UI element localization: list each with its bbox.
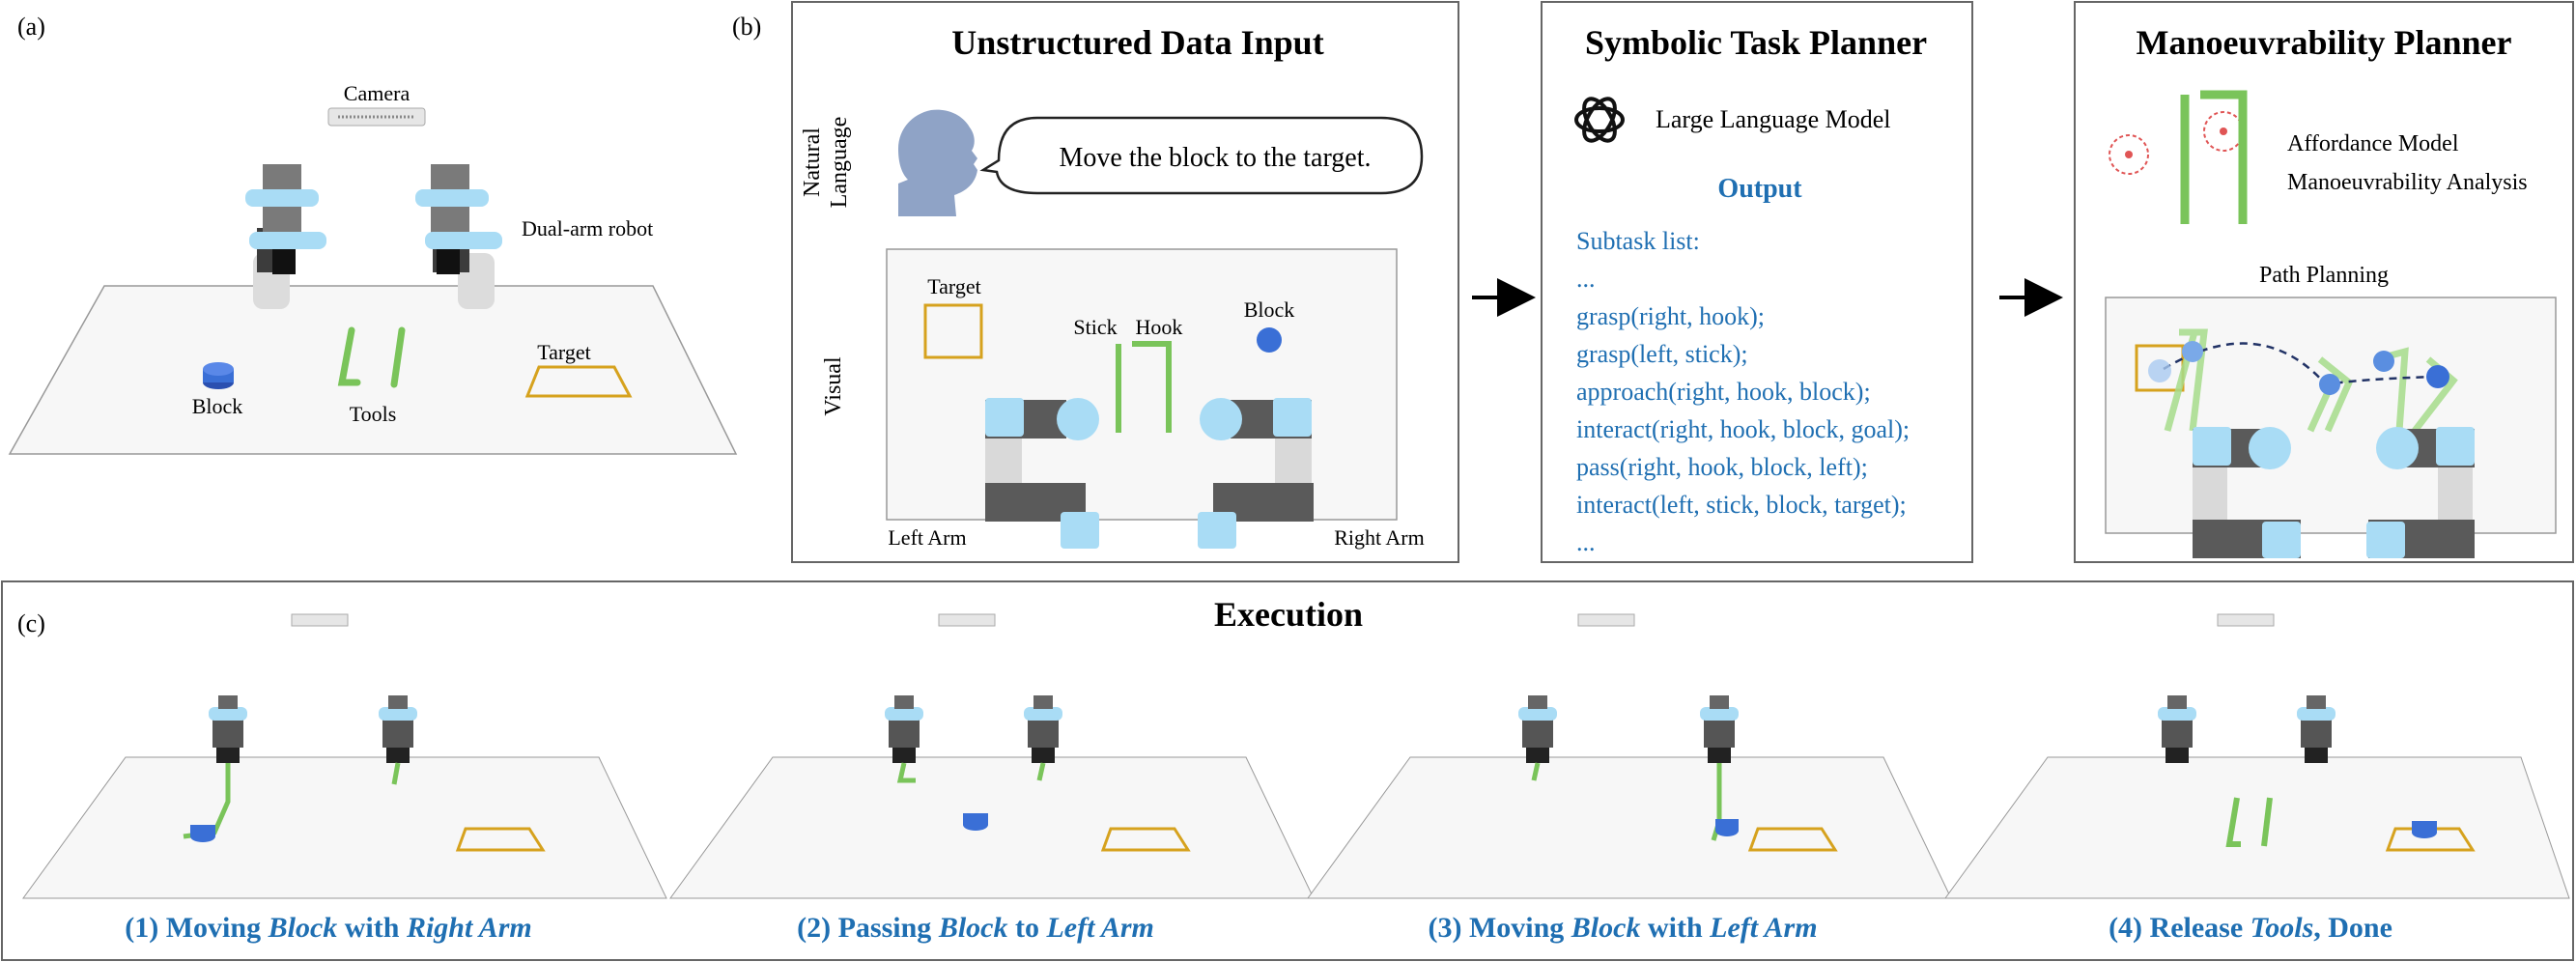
caption-step-4: (4) Release Tools, Done	[2109, 912, 2392, 944]
visual-left-arm-label: Left Arm	[888, 525, 966, 550]
visual-hook	[1132, 341, 1172, 433]
robot-right-arm	[415, 164, 502, 309]
subtask-line: interact(left, stick, block, target);	[1576, 491, 1907, 519]
visual-target-box	[923, 303, 983, 359]
caption-4-mid: , Done	[2313, 912, 2392, 944]
affordance-model-label: Affordance Model	[2287, 131, 2459, 156]
dual-arm-robot-label: Dual-arm robot	[522, 216, 653, 240]
subtask-line: grasp(right, hook);	[1576, 302, 1765, 330]
caption-3-arm: Left Arm	[1709, 912, 1817, 944]
unstructured-input-title: Unstructured Data Input	[951, 23, 1323, 62]
visual-left-arm	[985, 398, 1099, 549]
table-surface	[8, 285, 738, 455]
subtask-line: grasp(left, stick);	[1576, 340, 1748, 368]
manoeuvrability-analysis-label: Manoeuvrability Analysis	[2287, 170, 2528, 195]
path-right-arm	[2366, 427, 2475, 558]
caption-1-mid: with	[337, 912, 407, 944]
natural-label-line1: Natural	[800, 127, 825, 197]
panel-a-label: (a)	[17, 13, 45, 41]
tools-label: Tools	[350, 402, 397, 426]
caption-2-arm: Left Arm	[1045, 912, 1153, 944]
visual-label: Visual	[821, 356, 846, 416]
openai-logo-icon	[1574, 97, 1625, 143]
execution-scene-4	[1944, 613, 2570, 899]
caption-4-object: Tools	[2250, 912, 2314, 944]
path-left-arm	[2193, 427, 2301, 558]
camera-icon	[327, 107, 426, 127]
subtask-line: interact(right, hook, block, goal);	[1576, 415, 1910, 443]
target-zone	[524, 365, 633, 398]
execution-scene-2	[669, 613, 1315, 899]
manoeuvrability-title: Manoeuvrability Planner	[2137, 23, 2512, 62]
caption-1-object: Block	[268, 912, 338, 944]
caption-4-num: (4) Release	[2109, 912, 2250, 944]
execution-scene-3	[1307, 613, 1952, 899]
caption-step-1: (1) Moving Block with Right Arm	[125, 912, 531, 944]
output-heading: Output	[1717, 174, 1802, 204]
subtask-list: Subtask list:... grasp(right, hook); grasp…	[1576, 227, 1910, 556]
visual-hook-label: Hook	[1136, 315, 1183, 339]
path-planning-label: Path Planning	[2259, 263, 2389, 288]
caption-2-num: (2) Passing	[797, 912, 939, 944]
path-waypoints	[2148, 341, 2449, 395]
caption-2-object: Block	[938, 912, 1008, 944]
visual-stick-label: Stick	[1073, 315, 1117, 339]
robot-left-arm	[245, 164, 326, 309]
task-planner-box	[1541, 1, 1973, 563]
caption-step-3: (3) Moving Block with Left Arm	[1428, 912, 1817, 944]
block-label: Block	[192, 394, 243, 418]
caption-step-2: (2) Passing Block to Left Arm	[797, 912, 1154, 944]
target-label: Target	[537, 340, 590, 364]
llm-label: Large Language Model	[1656, 105, 1891, 133]
planned-path	[2163, 342, 2439, 386]
subtask-line: Subtask list:	[1576, 227, 1700, 255]
caption-1-num: (1) Moving	[125, 912, 268, 944]
tools-object	[337, 326, 406, 388]
task-planner-title: Symbolic Task Planner	[1585, 23, 1927, 62]
affordance-graphic	[2109, 90, 2248, 224]
visual-block	[1257, 327, 1282, 353]
caption-3-object: Block	[1571, 912, 1641, 944]
camera-label: Camera	[344, 81, 410, 105]
execution-scene-1	[22, 613, 667, 899]
speech-bubble	[979, 116, 1424, 195]
subtask-line: ...	[1576, 265, 1596, 293]
caption-3-mid: with	[1640, 912, 1710, 944]
caption-3-num: (3) Moving	[1428, 912, 1571, 944]
path-planning-scene	[2105, 297, 2557, 534]
visual-right-arm-label: Right Arm	[1334, 525, 1425, 550]
visual-right-arm	[1198, 398, 1314, 549]
subtask-line: ...	[1576, 528, 1596, 556]
visual-block-label: Block	[1244, 297, 1295, 322]
human-head-icon	[898, 109, 977, 216]
caption-1-arm: Right Arm	[406, 912, 532, 944]
natural-label-line2: Language	[827, 117, 852, 209]
subtask-line: approach(right, hook, block);	[1576, 378, 1871, 406]
caption-2-mid: to	[1007, 912, 1046, 944]
panel-c-label: (c)	[17, 609, 45, 637]
panel-b-label: (b)	[732, 13, 761, 41]
block-object	[203, 362, 234, 389]
execution-title: Execution	[1214, 595, 1363, 634]
speech-text: Move the block to the target.	[1060, 143, 1372, 173]
visual-target-label: Target	[927, 274, 980, 298]
subtask-line: pass(right, hook, block, left);	[1576, 453, 1868, 481]
